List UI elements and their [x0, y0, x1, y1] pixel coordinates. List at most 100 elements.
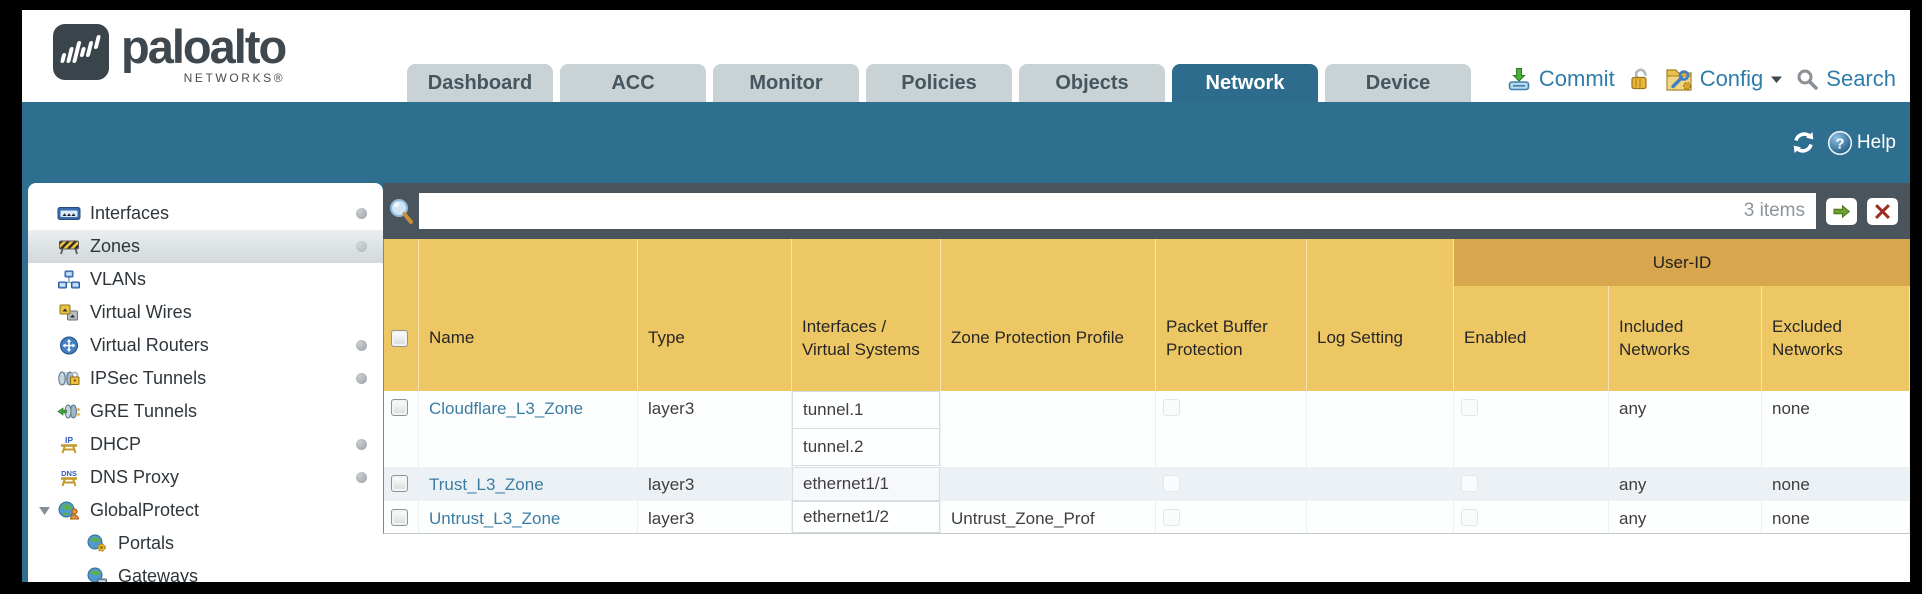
config-menu[interactable]: Config — [1665, 66, 1784, 92]
tab-dashboard[interactable]: Dashboard — [407, 64, 553, 102]
cell-name: Trust_L3_Zone — [419, 467, 638, 501]
header-actions: Commit Config — [1506, 66, 1896, 92]
sidebar-item-dns-proxy[interactable]: DNS DNS Proxy — [28, 461, 383, 494]
tab-network[interactable]: Network — [1172, 64, 1318, 102]
refresh-icon[interactable] — [1790, 129, 1817, 156]
user-id-enabled-checkbox[interactable] — [1461, 475, 1478, 492]
svg-text:IP: IP — [65, 435, 73, 445]
cell-user-id-enabled — [1454, 467, 1609, 501]
interface-item: ethernet1/1 — [792, 467, 940, 501]
column-header-included-networks[interactable]: Included Networks — [1609, 239, 1762, 391]
interface-item: tunnel.1 — [792, 391, 940, 429]
globalprotect-icon — [58, 501, 80, 520]
sidebar-item-dhcp[interactable]: IP DHCP — [28, 428, 383, 461]
cell-excluded-networks: none — [1762, 391, 1910, 467]
sidebar-item-gre-tunnels[interactable]: GRE Tunnels — [28, 395, 383, 428]
table-header: User-ID Name Type Interfaces / Virtual S… — [383, 239, 1910, 391]
table-row: Cloudflare_L3_Zone layer3 tunnel.1 tunne… — [383, 391, 1910, 467]
cell-interfaces: tunnel.1 tunnel.2 — [792, 391, 941, 467]
sidebar-item-gateways[interactable]: Gateways — [28, 560, 383, 582]
tab-objects[interactable]: Objects — [1019, 64, 1165, 102]
filter-input[interactable] — [430, 193, 1744, 229]
search-button[interactable]: Search — [1796, 66, 1896, 92]
zone-name-link[interactable]: Untrust_L3_Zone — [429, 509, 561, 528]
sidebar-item-label: Interfaces — [90, 203, 170, 223]
cell-select — [384, 501, 419, 533]
brand-logo: paloalto NETWORKS® — [52, 23, 287, 85]
interfaces-icon — [57, 207, 81, 220]
config-label: Config — [1699, 66, 1764, 91]
sidebar-item-vlans[interactable]: VLANs — [28, 263, 383, 296]
table-row: Untrust_L3_Zone layer3 ethernet1/2 Untru… — [383, 501, 1910, 534]
cell-included-networks: any — [1609, 501, 1762, 533]
header-checkbox-cell — [384, 239, 419, 391]
help-icon: ? — [1827, 130, 1853, 155]
tab-device[interactable]: Device — [1325, 64, 1471, 102]
cell-log-setting — [1307, 467, 1454, 501]
sidebar-item-label: GlobalProtect — [90, 500, 200, 520]
cell-packet-buffer — [1156, 467, 1307, 501]
lock-icon[interactable] — [1628, 66, 1652, 92]
packet-buffer-checkbox[interactable] — [1163, 509, 1180, 526]
sidebar-item-label: DHCP — [90, 434, 142, 454]
sidebar-item-interfaces[interactable]: Interfaces — [28, 197, 383, 230]
tab-policies[interactable]: Policies — [866, 64, 1012, 102]
cell-select — [384, 391, 419, 467]
row-checkbox[interactable] — [391, 399, 408, 416]
help-button[interactable]: ? Help — [1827, 130, 1896, 156]
sidebar-item-virtual-routers[interactable]: Virtual Routers — [28, 329, 383, 362]
table-empty-area — [383, 534, 1910, 582]
sidebar-item-ipsec-tunnels[interactable]: IPSec Tunnels — [28, 362, 383, 395]
ipsec-tunnels-icon — [58, 371, 80, 386]
sidebar-item-label: GRE Tunnels — [90, 401, 198, 421]
interface-item: tunnel.2 — [792, 428, 940, 466]
status-dot — [356, 439, 367, 450]
packet-buffer-checkbox[interactable] — [1163, 399, 1180, 416]
column-header-zone-protection[interactable]: Zone Protection Profile — [941, 239, 1156, 391]
commit-icon — [1508, 68, 1530, 91]
brand-subtitle: NETWORKS® — [183, 71, 286, 85]
sidebar-item-zones[interactable]: Zones — [28, 230, 383, 263]
column-header-name[interactable]: Name — [419, 239, 638, 391]
zones-icon — [59, 240, 79, 255]
cell-packet-buffer — [1156, 391, 1307, 467]
sidebar-item-virtual-wires[interactable]: Virtual Wires — [28, 296, 383, 329]
cell-select — [384, 467, 419, 501]
row-checkbox[interactable] — [391, 509, 408, 526]
row-checkbox[interactable] — [391, 475, 408, 492]
svg-text:?: ? — [1835, 135, 1844, 152]
interface-item: ethernet1/2 — [792, 501, 940, 533]
tab-acc[interactable]: ACC — [560, 64, 706, 102]
column-header-log-setting[interactable]: Log Setting — [1307, 239, 1454, 391]
commit-label: Commit — [1538, 66, 1615, 91]
clear-filter-button[interactable] — [1867, 197, 1898, 225]
arrow-right-icon — [1833, 204, 1851, 218]
column-header-enabled[interactable]: Enabled — [1454, 239, 1609, 391]
cell-zone-protection: Untrust_Zone_Prof — [941, 501, 1156, 533]
apply-filter-button[interactable] — [1826, 197, 1857, 225]
sidebar-item-portals[interactable]: Portals — [28, 527, 383, 560]
cell-type: layer3 — [638, 467, 792, 501]
column-header-packet-buffer[interactable]: Packet Buffer Protection — [1156, 239, 1307, 391]
user-id-enabled-checkbox[interactable] — [1461, 399, 1478, 416]
cell-interfaces: ethernet1/1 — [792, 467, 941, 501]
zone-name-link[interactable]: Cloudflare_L3_Zone — [429, 399, 584, 418]
cell-excluded-networks: none — [1762, 501, 1910, 533]
cell-log-setting — [1307, 391, 1454, 467]
top-header: paloalto NETWORKS® Dashboard ACC Monitor… — [22, 10, 1910, 102]
sidebar-item-globalprotect[interactable]: GlobalProtect — [28, 494, 383, 527]
select-all-checkbox[interactable] — [391, 330, 408, 347]
column-header-type[interactable]: Type — [638, 239, 792, 391]
zones-table: User-ID Name Type Interfaces / Virtual S… — [383, 239, 1910, 582]
sidebar-item-label: Virtual Routers — [90, 335, 209, 355]
commit-button[interactable]: Commit — [1506, 66, 1615, 92]
packet-buffer-checkbox[interactable] — [1163, 475, 1180, 492]
column-header-interfaces[interactable]: Interfaces / Virtual Systems — [792, 239, 941, 391]
cell-name: Untrust_L3_Zone — [419, 501, 638, 533]
tab-monitor[interactable]: Monitor — [713, 64, 859, 102]
column-header-excluded-networks[interactable]: Excluded Networks — [1762, 239, 1910, 391]
user-id-enabled-checkbox[interactable] — [1461, 509, 1478, 526]
expand-triangle-icon[interactable] — [38, 506, 51, 516]
cell-interfaces: ethernet1/2 — [792, 501, 941, 533]
zone-name-link[interactable]: Trust_L3_Zone — [429, 475, 544, 494]
